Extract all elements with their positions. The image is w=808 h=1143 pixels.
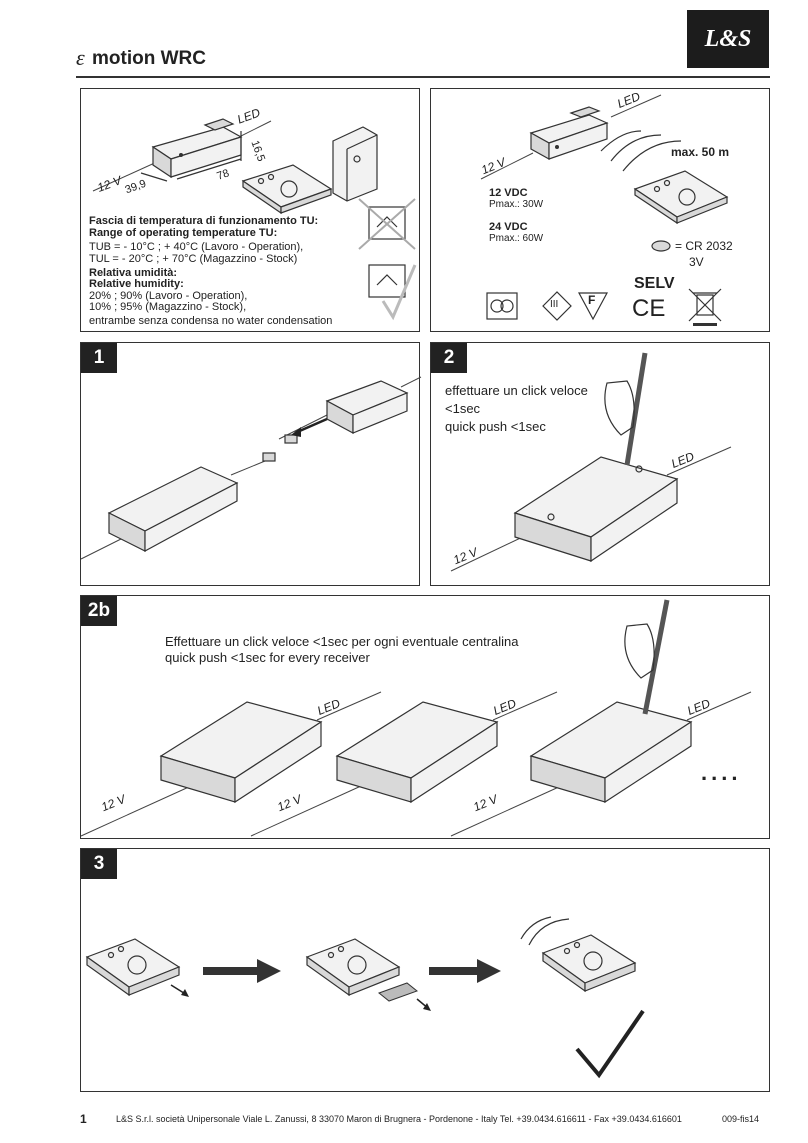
weee-bin-icon: [688, 288, 722, 326]
page-number: 1: [80, 1112, 87, 1126]
humidity-stock: 10% ; 95% (Magazzino - Stock),: [89, 301, 247, 313]
f-mark-icon: [577, 292, 609, 321]
humidity-it: Relativa umidità:: [89, 267, 178, 279]
logo: L&S: [687, 10, 769, 68]
step-1-panel: 1: [80, 342, 422, 586]
step-number: 3: [81, 849, 117, 879]
v24dc-label: 24 VDC: [489, 221, 528, 233]
company-info: L&S S.r.l. società Unipersonale Viale L.…: [116, 1114, 682, 1124]
step-2-panel: 2 effettuare un click veloce <1sec quick…: [430, 342, 770, 586]
p12-label: Pmax.: [489, 199, 518, 210]
header-rule: [76, 76, 770, 78]
step-number: 2b: [81, 596, 117, 626]
instruction-en: quick push <1sec: [445, 419, 546, 434]
humidity-operation: 20% ; 90% (Lavoro - Operation),: [89, 290, 248, 302]
instruction-en: quick push <1sec for every receiver: [165, 650, 370, 665]
step-number: 2: [431, 343, 467, 373]
tub-line: TUB = - 10°C ; + 40°C (Lavoro - Operatio…: [89, 241, 304, 253]
temp-title-en: Range of operating temperature TU:: [89, 227, 278, 239]
spec-panel: LED 12 V 39,9 78 16,5 Fascia di temperat…: [80, 88, 420, 332]
p24-label: Pmax.: [489, 233, 518, 244]
receiver-dimension-drawing: [92, 118, 272, 192]
brand-prefix: ε: [76, 45, 85, 70]
class3-icon: [542, 291, 572, 321]
tul-line: TUL = - 20°C ; + 70°C (Magazzino - Stock…: [89, 253, 298, 265]
class3-label: III: [550, 299, 559, 310]
step-2b-panel: 2b Effettuare un click veloce <1sec per …: [80, 595, 770, 839]
continuation-dots: ....: [701, 760, 742, 785]
f-mark-label: F: [588, 293, 596, 307]
power-panel: LED 12 V max. 50 m 12 VDC Pmax. : 30W 24…: [430, 88, 770, 332]
remote-drawing: [241, 164, 333, 215]
p24-value: : 60W: [517, 233, 544, 244]
page-title: motion WRC: [92, 48, 206, 69]
multiple-receivers-drawing: [80, 599, 752, 837]
safety-transformer-icon: [486, 292, 518, 320]
step-number: 1: [81, 343, 117, 373]
p12-value: : 30W: [517, 199, 544, 210]
remove-battery-tab-drawing: [85, 916, 645, 1079]
selv-mark: SELV: [634, 275, 675, 292]
instruction-it: Effettuare un click veloce <1sec per ogn…: [165, 634, 519, 649]
ce-mark: CE: [632, 295, 666, 322]
document-code: 009-fis14: [722, 1114, 760, 1124]
indoor-use-crossed-icon: [358, 198, 416, 250]
connect-power-supply-drawing: [80, 376, 422, 560]
indoor-use-ok-icon: [368, 264, 417, 321]
instruction-it: effettuare un click veloce: [445, 383, 588, 398]
battery-voltage: 3V: [689, 255, 704, 269]
battery-icon: [651, 240, 671, 252]
logo-text: L&S: [704, 26, 752, 52]
step-3-panel: 3: [80, 848, 770, 1092]
instruction-time: <1sec: [445, 401, 481, 416]
condensation-note: entrambe senza condensa no water condens…: [89, 315, 333, 327]
receiver-drawing: [480, 94, 682, 180]
range-label: max. 50 m: [671, 145, 730, 159]
push-button-drawing: [450, 352, 732, 572]
temp-title-it: Fascia di temperatura di funzionamento T…: [89, 215, 319, 227]
v12dc-label: 12 VDC: [489, 187, 528, 199]
remote-drawing: [633, 170, 729, 225]
wall-holder-drawing: [332, 126, 378, 202]
humidity-en: Relative humidity:: [89, 278, 184, 290]
battery-type: = CR 2032: [675, 239, 733, 253]
